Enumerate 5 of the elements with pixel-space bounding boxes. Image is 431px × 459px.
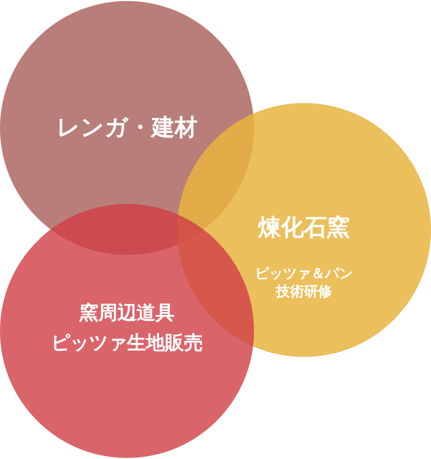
circle-title: レンガ・建材 [56,114,198,142]
circle-subtitle: ピッツァ生地販売 [50,332,204,354]
circle-title: 煉化石窯 [256,214,351,242]
circle-title: 窯周辺道具 [78,302,176,324]
circle-subtitle: ピッツァ＆パン技術研修 [254,265,354,301]
